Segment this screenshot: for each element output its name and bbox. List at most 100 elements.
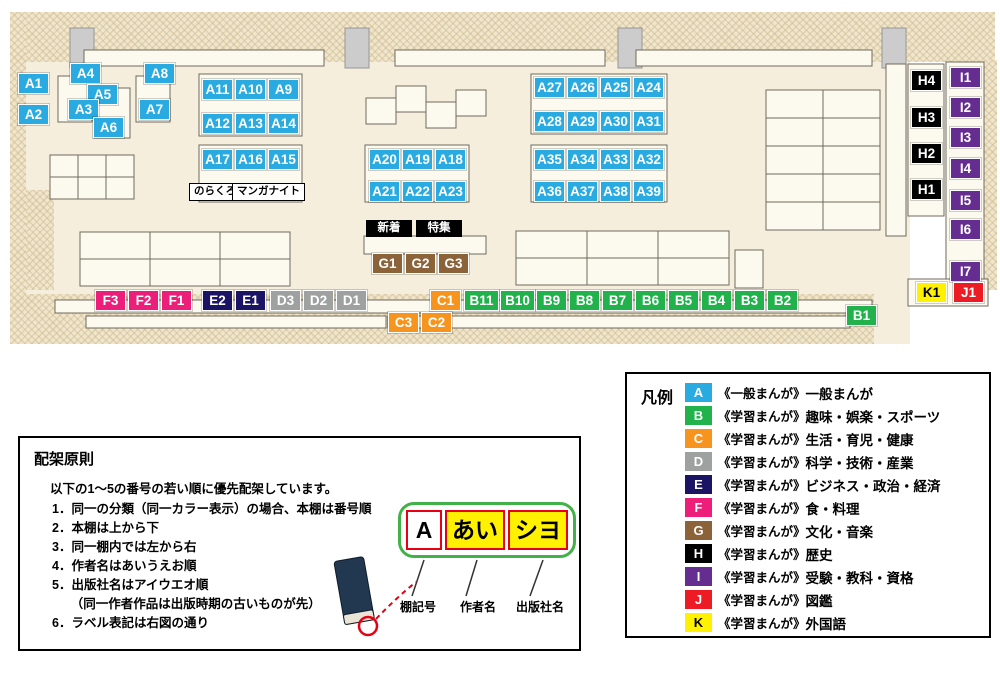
shelf-label-A8: A8 — [144, 63, 175, 84]
shelf-label-B6: B6 — [635, 290, 666, 311]
label-example-cell: シヨ — [508, 510, 568, 550]
shelf-label-A33: A33 — [600, 149, 631, 170]
legend-row-G: G 《学習まんが》文化・音楽 — [685, 519, 941, 542]
banner-label: 新着 — [366, 220, 412, 237]
shelf-label-B11: B11 — [464, 290, 499, 311]
legend-row-H: H《学習まんが》歴史 — [685, 542, 941, 565]
shelf-label-A24: A24 — [633, 77, 664, 98]
legend-series-label: 《学習まんが》 — [718, 502, 806, 516]
legend-category-label: 食・料理 — [805, 501, 860, 517]
shelf-label-H2: H2 — [911, 143, 942, 164]
legend-chip-I: I — [685, 567, 712, 586]
shelf-label-F2: F2 — [128, 290, 159, 311]
principles-panel: 配架原則 以下の1～5の番号の若い順に優先配架しています。 1．同一の分類（同一… — [18, 436, 581, 651]
shelf-label-B4: B4 — [701, 290, 732, 311]
shelf-label-I6: I6 — [950, 219, 981, 240]
shelf-label-A17: A17 — [202, 149, 233, 170]
legend-chip-K: K — [685, 613, 712, 632]
legend-series-label: 《学習まんが》 — [718, 548, 806, 562]
shelf-label-A27: A27 — [534, 77, 565, 98]
principle-rule: 1．同一の分類（同一カラー表示）の場合、本棚は番号順 — [52, 502, 372, 516]
shelf-label-C3: C3 — [388, 312, 419, 333]
shelf-label-A20: A20 — [369, 149, 400, 170]
legend-category-label: 外国語 — [805, 616, 847, 632]
shelf-label-A21: A21 — [369, 181, 400, 202]
principle-rule: （同一作者作品は出版時期の古いものが先） — [52, 597, 321, 611]
shelf-label-B3: B3 — [734, 290, 765, 311]
label-example-annotation: 棚記号 — [400, 600, 437, 614]
legend-row-J: J 《学習まんが》図鑑 — [685, 588, 941, 611]
shelf-label-A11: A11 — [202, 79, 233, 100]
shelf-label-B5: B5 — [668, 290, 699, 311]
shelf-label-H1: H1 — [911, 179, 942, 200]
principle-rule: 2．本棚は上から下 — [52, 521, 159, 535]
shelf-label-A3: A3 — [68, 99, 99, 120]
legend-chip-D: D — [685, 452, 712, 471]
legend-chip-G: G — [685, 521, 712, 540]
legend-series-label: 《学習まんが》 — [718, 410, 806, 424]
legend-category-label: 科学・技術・産業 — [805, 455, 914, 471]
shelf-label-A35: A35 — [534, 149, 565, 170]
shelf-label-J1: J1 — [953, 282, 984, 303]
shelf-label-A22: A22 — [402, 181, 433, 202]
label-example-annotation: 出版社名 — [516, 600, 565, 614]
shelf-label-C2: C2 — [421, 312, 452, 333]
shelf-label-B8: B8 — [569, 290, 600, 311]
legend-series-label: 《一般まんが》 — [718, 387, 806, 401]
legend-series-label: 《学習まんが》 — [718, 433, 806, 447]
shelf-label-A16: A16 — [235, 149, 266, 170]
shelf-label-A14: A14 — [268, 113, 299, 134]
legend-row-K: K《学習まんが》外国語 — [685, 611, 941, 634]
shelf-label-I1: I1 — [950, 67, 981, 88]
shelf-label-A32: A32 — [633, 149, 664, 170]
shelf-label-G1: G1 — [372, 253, 403, 274]
principle-rule: 6．ラベル表記は右図の通り — [52, 616, 209, 630]
legend-category-label: 文化・音楽 — [805, 524, 874, 540]
shelf-label-A26: A26 — [567, 77, 598, 98]
shelf-label-A39: A39 — [633, 181, 664, 202]
shelf-label-H3: H3 — [911, 107, 942, 128]
shelf-label-G2: G2 — [405, 253, 436, 274]
legend-series-label: 《学習まんが》 — [718, 479, 806, 493]
legend-category-label: 一般まんが — [805, 386, 874, 402]
legend-series-label: 《学習まんが》 — [718, 594, 806, 608]
label-example-annotation-lines — [411, 559, 544, 597]
banner-label: 特集 — [416, 220, 462, 237]
shelf-label-A9: A9 — [268, 79, 299, 100]
shelf-label-A34: A34 — [567, 149, 598, 170]
shelf-label-A36: A36 — [534, 181, 565, 202]
legend-category-label: 図鑑 — [805, 593, 833, 609]
legend-chip-J: J — [685, 590, 712, 609]
shelf-label-A4: A4 — [70, 63, 101, 84]
shelf-label-A29: A29 — [567, 111, 598, 132]
legend-chip-B: B — [685, 406, 712, 425]
shelf-label-A19: A19 — [402, 149, 433, 170]
shelf-label-A30: A30 — [600, 111, 631, 132]
shelf-label-G3: G3 — [438, 253, 469, 274]
legend-series-label: 《学習まんが》 — [718, 456, 806, 470]
shelf-label-K1: K1 — [916, 282, 947, 303]
shelf-label-A23: A23 — [435, 181, 466, 202]
wall-hatch-left — [10, 12, 26, 344]
shelf-label-B2: B2 — [767, 290, 798, 311]
wall-hatch-right — [981, 60, 997, 290]
shelf-label-A25: A25 — [600, 77, 631, 98]
shelf-label-D3: D3 — [270, 290, 301, 311]
legend-series-label: 《学習まんが》 — [718, 525, 806, 539]
shelf-label-F1: F1 — [161, 290, 192, 311]
principle-rule: 3．同一棚内では左から右 — [52, 540, 197, 554]
shelf-label-A12: A12 — [202, 113, 233, 134]
legend-row-A: A 《一般まんが》一般まんが — [685, 381, 941, 404]
legend-row-F: F 《学習まんが》食・料理 — [685, 496, 941, 519]
shelf-label-A1: A1 — [18, 73, 49, 94]
legend-category-label: 趣味・娯楽・スポーツ — [805, 409, 941, 425]
label-example-cell: あい — [445, 510, 505, 550]
legend-chip-H: H — [685, 544, 712, 563]
legend-chip-F: F — [685, 498, 712, 517]
legend-chip-A: A — [685, 383, 712, 402]
shelf-label-H4: H4 — [911, 70, 942, 91]
shelf-label-A18: A18 — [435, 149, 466, 170]
